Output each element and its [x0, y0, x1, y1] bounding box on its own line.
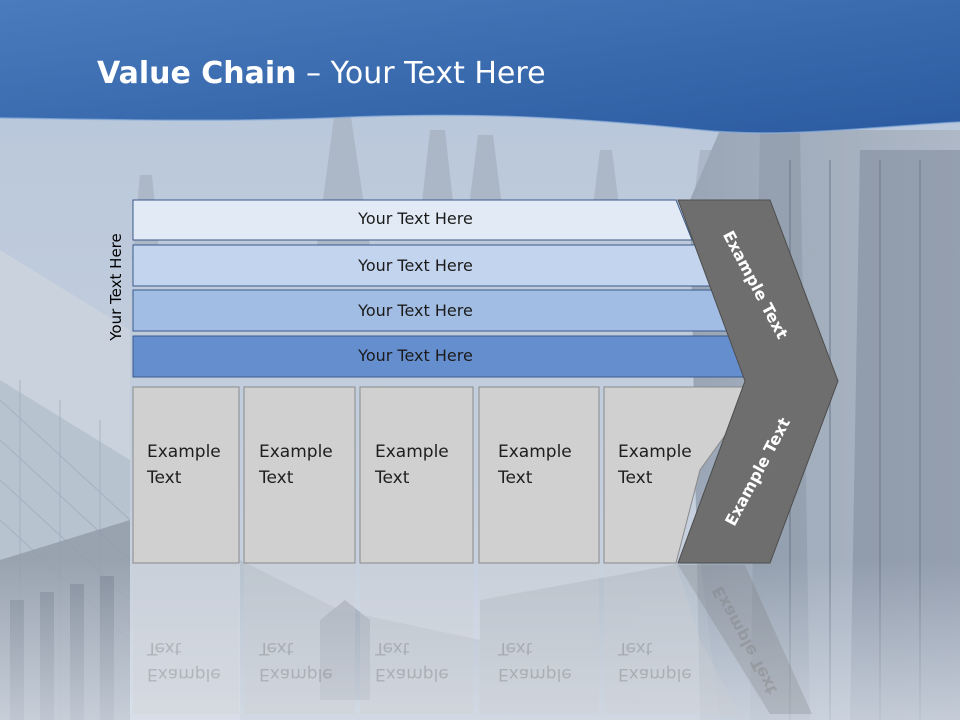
vertical-label: Your Text Here: [107, 233, 125, 341]
column-3-line2: Text: [375, 468, 410, 488]
bar-4-label: Your Text Here: [358, 346, 473, 365]
column-3-shape: [359, 386, 474, 564]
column-5-line1: Example: [618, 442, 692, 462]
title-rest: – Your Text Here: [296, 56, 546, 91]
column-4-line2: Text: [498, 468, 533, 488]
slide-title: Value Chain – Your Text Here: [97, 52, 546, 96]
bar-1-label: Your Text Here: [358, 209, 473, 228]
bar-1-shape: [132, 199, 693, 241]
column-4-line1: Example: [498, 442, 572, 462]
column-2-line1: Example: [259, 442, 333, 462]
chevron-shape: [677, 199, 839, 564]
column-1-shape: [132, 386, 240, 564]
title-bold: Value Chain: [97, 56, 297, 91]
column-2-shape: [243, 386, 356, 564]
column-2-line2: Text: [259, 468, 294, 488]
column-3-line1: Example: [375, 442, 449, 462]
column-1-line2: Text: [147, 468, 182, 488]
column-1-line1: Example: [147, 442, 221, 462]
column-5-shape: [603, 386, 761, 564]
column-4-shape: [478, 386, 600, 564]
bar-2-label: Your Text Here: [358, 256, 473, 275]
column-5-line2: Text: [618, 468, 653, 488]
bar-3-label: Your Text Here: [358, 301, 473, 320]
